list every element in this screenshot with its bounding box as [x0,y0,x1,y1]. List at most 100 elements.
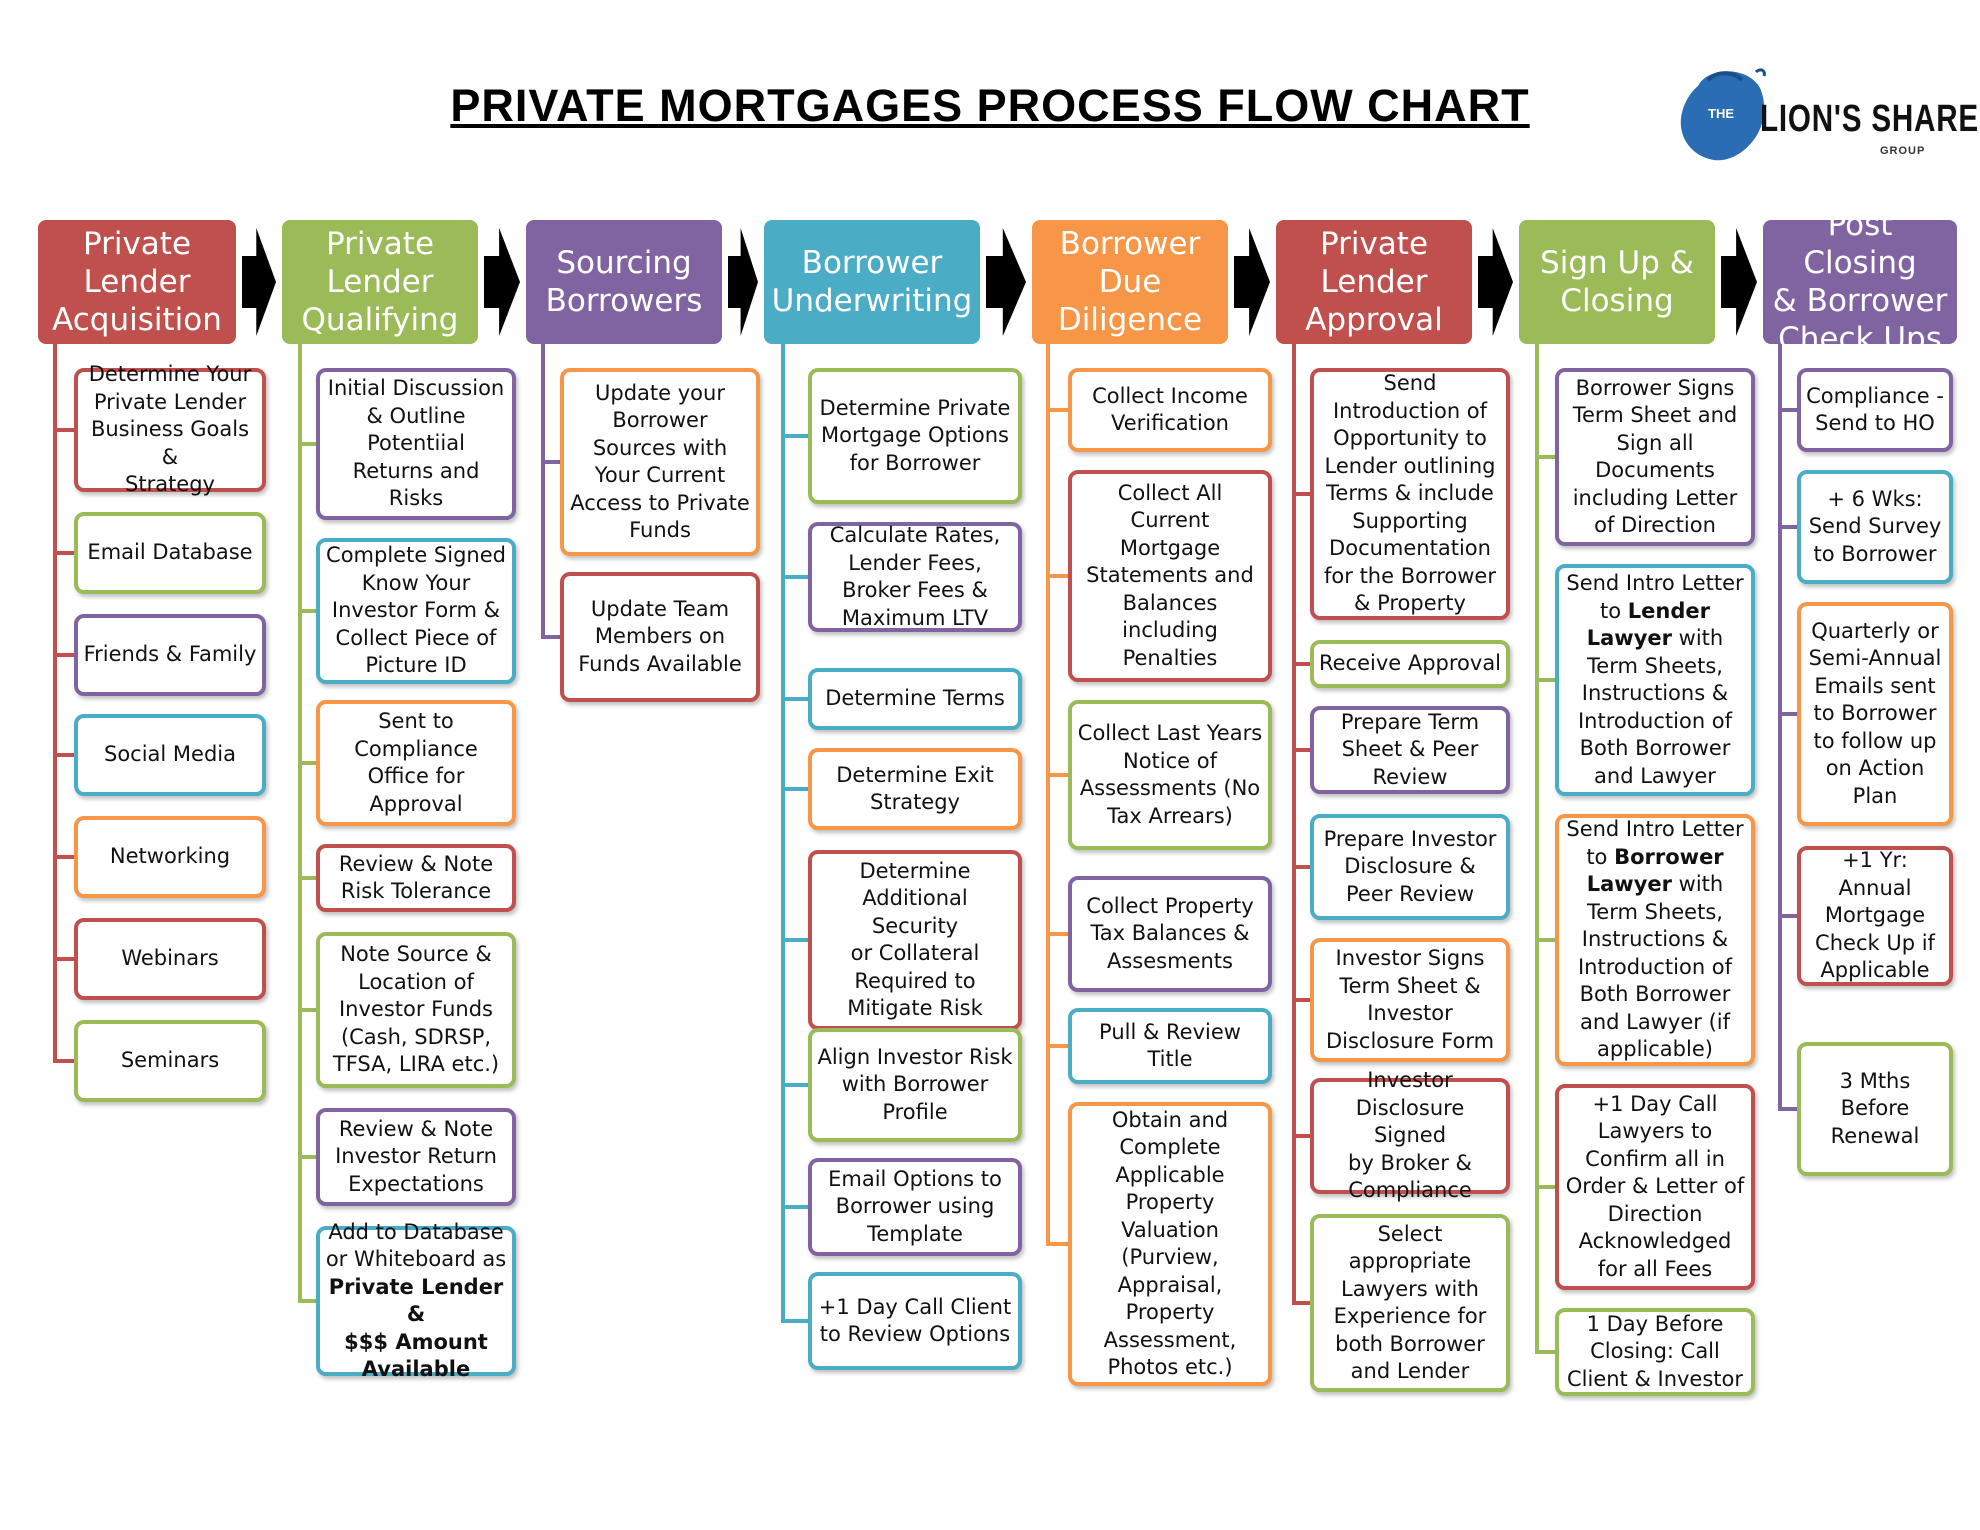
process-step-text: with Term Sheets, Instructions & Introdu… [1577,626,1733,788]
process-step-box[interactable]: Determine Exit Strategy [808,748,1022,830]
logo-name: LION'S SHARE [1760,98,1979,140]
process-step-text: Note Source & Location of Investor Funds… [332,942,500,1077]
process-step-box[interactable]: Review & Note Investor Return Expectatio… [316,1108,516,1206]
process-step-box[interactable]: Investor Signs Term Sheet & Investor Dis… [1310,938,1510,1062]
process-step-label: Update Team Members on Funds Available [578,596,742,679]
process-step-box[interactable]: Prepare Investor Disclosure & Peer Revie… [1310,814,1510,920]
process-step-box[interactable]: Quarterly or Semi-Annual Emails sent to … [1797,602,1953,826]
column-5-header: Borrower Due Diligence [1032,220,1228,344]
process-step-box[interactable]: +1 Day Call Client to Review Options [808,1272,1022,1370]
column-3-branch [541,460,560,464]
process-step-box[interactable]: Send Intro Letter to Lender Lawyer with … [1555,564,1755,796]
process-step-box[interactable]: Email Database [74,512,266,594]
process-step-box[interactable]: Collect Income Verification [1068,368,1272,452]
column-4-branch [781,575,808,579]
column-4-branch [781,1205,808,1209]
column-3-header-title: Sourcing Borrowers [545,245,703,319]
process-step-box[interactable]: + 6 Wks: Send Survey to Borrower [1797,470,1953,584]
process-step-label: Compliance - Send to HO [1806,383,1944,438]
process-step-box[interactable]: Pull & Review Title [1068,1008,1272,1084]
column-8-branch [1778,408,1797,412]
process-step-box[interactable]: Collect Last Years Notice of Assessments… [1068,700,1272,850]
process-step-box[interactable]: +1 Day Call Lawyers to Confirm all in Or… [1555,1084,1755,1290]
process-step-text: +1 Day Call Lawyers to Confirm all in Or… [1565,1091,1745,1281]
process-step-box[interactable]: Align Investor Risk with Borrower Profil… [808,1028,1022,1142]
process-step-box[interactable]: Calculate Rates, Lender Fees, Broker Fee… [808,522,1022,632]
process-step-label: Send Intro Letter to Lender Lawyer with … [1566,570,1743,790]
process-step-box[interactable]: Determine Terms [808,668,1022,730]
column-8-header-title: Post Closing & Borrower Check Ups [1772,207,1948,357]
process-step-text: Determine Private Mortgage Options for B… [819,395,1011,475]
process-step-box[interactable]: Determine Your Private Lender Business G… [74,362,266,496]
process-step-text: Borrower Signs Term Sheet and Sign all D… [1572,375,1738,538]
column-7-header-title: Sign Up & Closing [1540,245,1694,319]
process-step-text: +1 Day Call Client to Review Options [818,1294,1012,1347]
column-6-header: Private Lender Approval [1276,220,1472,344]
process-step-box[interactable]: Networking [74,816,266,898]
company-logo: THE LION'S SHARE GROUP [1670,60,1978,170]
column-1-header-title: Private Lender Acquisition [52,226,222,338]
process-step-box[interactable]: Complete Signed Know Your Investor Form … [316,538,516,684]
process-step-box[interactable]: Collect All Current Mortgage Statements … [1068,470,1272,682]
process-step-text: Align Investor Risk with Borrower Profil… [817,1044,1013,1124]
process-step-box[interactable]: Collect Property Tax Balances & Assesmen… [1068,876,1272,992]
column-7-branch [1535,938,1555,942]
column-2-branch [298,876,316,880]
process-step-box[interactable]: Borrower Signs Term Sheet and Sign all D… [1555,368,1755,546]
process-step-text: Send Introduction of Opportunity to Lend… [1324,371,1496,616]
process-step-label: Review & Note Investor Return Expectatio… [335,1116,497,1199]
process-step-box[interactable]: Update Team Members on Funds Available [560,572,760,702]
flow-arrow-icon [986,228,1026,336]
process-step-box[interactable]: Obtain and Complete Applicable Property … [1068,1102,1272,1386]
process-step-box[interactable]: Initial Discussion & Outline Potentiial … [316,368,516,520]
process-step-box[interactable]: Prepare Term Sheet & Peer Review [1310,706,1510,794]
process-step-emphasis: Lender Lawyer [1586,598,1710,651]
process-step-box[interactable]: Investor Disclosure Signed by Broker & C… [1310,1068,1510,1202]
process-step-text: Obtain and Complete Applicable Property … [1103,1107,1237,1380]
process-step-label: 1 Day Before Closing: Call Client & Inve… [1567,1311,1743,1394]
column-8-branch [1778,712,1797,716]
process-step-box[interactable]: 1 Day Before Closing: Call Client & Inve… [1555,1308,1755,1396]
process-step-box[interactable]: Seminars [74,1020,266,1102]
process-step-label: Note Source & Location of Investor Funds… [333,941,499,1079]
process-step-text: Determine Your Private Lender Business G… [88,362,252,497]
process-step-label: Email Options to Borrower using Template [828,1166,1002,1249]
column-2-branch [298,1299,316,1303]
column-5-connector [1046,344,1050,1246]
process-step-label: Determine Your Private Lender Business G… [82,361,258,499]
process-step-box[interactable]: Social Media [74,714,266,796]
process-step-label: Prepare Investor Disclosure & Peer Revie… [1324,826,1497,909]
process-step-label: Collect Property Tax Balances & Assesmen… [1086,893,1253,976]
column-8-header: Post Closing & Borrower Check Ups [1763,207,1957,357]
process-step-box[interactable]: Compliance - Send to HO [1797,368,1953,452]
process-step-box[interactable]: Determine Private Mortgage Options for B… [808,368,1022,504]
process-step-box[interactable]: Determine Additional Security or Collate… [808,850,1022,1030]
process-step-text: Email Options to Borrower using Template [828,1166,1002,1246]
process-step-label: Initial Discussion & Outline Potentiial … [328,375,504,513]
column-6-branch [1292,748,1310,752]
process-step-box[interactable]: Review & Note Risk Tolerance [316,844,516,912]
process-step-label: Determine Exit Strategy [836,762,993,817]
column-4-branch [781,787,808,791]
column-8-connector [1778,344,1782,1111]
process-step-box[interactable]: Webinars [74,918,266,1000]
column-4-header: Borrower Underwriting [764,220,980,344]
process-step-box[interactable]: Send Introduction of Opportunity to Lend… [1310,368,1510,620]
process-step-box[interactable]: Note Source & Location of Investor Funds… [316,932,516,1088]
process-step-box[interactable]: Sent to Compliance Office for Approval [316,700,516,826]
process-step-label: Sent to Compliance Office for Approval [354,708,478,818]
process-step-box[interactable]: Email Options to Borrower using Template [808,1158,1022,1256]
process-step-box[interactable]: +1 Yr: Annual Mortgage Check Up if Appli… [1797,846,1953,986]
process-step-box[interactable]: Update your Borrower Sources with Your C… [560,368,760,556]
process-step-box[interactable]: Receive Approval [1310,640,1510,688]
process-step-box[interactable]: 3 Mths Before Renewal [1797,1042,1953,1176]
process-step-label: Investor Disclosure Signed by Broker & C… [1318,1067,1502,1205]
process-step-box[interactable]: Select appropriate Lawyers with Experien… [1310,1214,1510,1392]
column-1-branch [53,1059,74,1063]
process-step-box[interactable]: Send Intro Letter to Borrower Lawyer wit… [1555,814,1755,1066]
process-step-box[interactable]: Friends & Family [74,614,266,696]
column-5-branch [1046,773,1068,777]
column-6-branch [1292,865,1310,869]
process-step-label: Pull & Review Title [1099,1019,1241,1074]
